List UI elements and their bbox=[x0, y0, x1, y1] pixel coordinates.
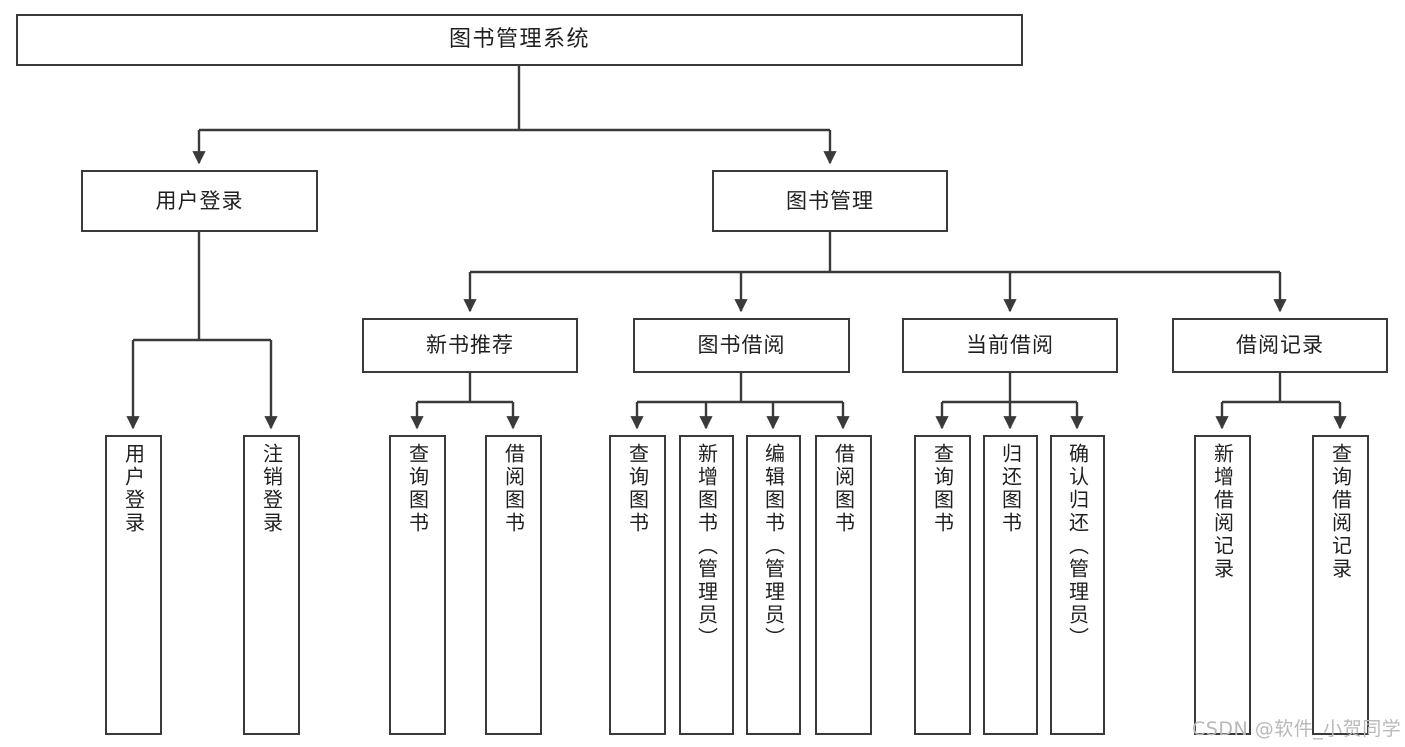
node-new-book-recommend[interactable]: 新书推荐 bbox=[362, 318, 578, 373]
node-user-login-label: 用户登录 bbox=[155, 188, 244, 213]
leaf-borrow-add-book[interactable]: 新增图书（管理员） bbox=[679, 435, 734, 735]
leaf-borrow-add-book-label: 新增图书（管理员） bbox=[694, 443, 719, 650]
node-book-borrow[interactable]: 图书借阅 bbox=[633, 318, 850, 373]
node-root-label: 图书管理系统 bbox=[448, 27, 590, 53]
node-borrow-record[interactable]: 借阅记录 bbox=[1172, 318, 1388, 373]
leaf-record-query-label: 查询借阅记录 bbox=[1328, 443, 1353, 581]
leaf-user-login-label: 用户登录 bbox=[121, 443, 146, 535]
leaf-recommend-borrow-book-label: 借阅图书 bbox=[501, 443, 526, 535]
leaf-current-return-book[interactable]: 归还图书 bbox=[983, 435, 1038, 735]
leaf-user-logout[interactable]: 注销登录 bbox=[243, 435, 300, 735]
leaf-user-logout-label: 注销登录 bbox=[259, 443, 284, 535]
node-current-borrow-label: 当前借阅 bbox=[966, 333, 1054, 358]
node-new-book-recommend-label: 新书推荐 bbox=[426, 333, 514, 358]
leaf-current-query-book[interactable]: 查询图书 bbox=[914, 435, 971, 735]
leaf-borrow-query-book[interactable]: 查询图书 bbox=[609, 435, 666, 735]
leaf-borrow-edit-book[interactable]: 编辑图书（管理员） bbox=[746, 435, 801, 735]
leaf-current-confirm-return-label: 确认归还（管理员） bbox=[1065, 443, 1090, 650]
leaf-borrow-borrow-book-label: 借阅图书 bbox=[831, 443, 856, 535]
leaf-current-query-book-label: 查询图书 bbox=[930, 443, 955, 535]
leaf-current-return-book-label: 归还图书 bbox=[998, 443, 1023, 535]
leaf-record-query[interactable]: 查询借阅记录 bbox=[1312, 435, 1369, 735]
leaf-borrow-query-book-label: 查询图书 bbox=[625, 443, 650, 535]
leaf-recommend-query-book[interactable]: 查询图书 bbox=[389, 435, 446, 735]
leaf-record-add[interactable]: 新增借阅记录 bbox=[1194, 435, 1251, 735]
watermark: CSDN @软件_小贺同学 bbox=[1192, 718, 1402, 740]
leaf-recommend-query-book-label: 查询图书 bbox=[405, 443, 430, 535]
leaf-user-login[interactable]: 用户登录 bbox=[105, 435, 162, 735]
node-book-management-label: 图书管理 bbox=[786, 188, 874, 213]
node-current-borrow[interactable]: 当前借阅 bbox=[902, 318, 1118, 373]
leaf-recommend-borrow-book[interactable]: 借阅图书 bbox=[485, 435, 542, 735]
leaf-record-add-label: 新增借阅记录 bbox=[1210, 443, 1235, 581]
leaf-borrow-borrow-book[interactable]: 借阅图书 bbox=[815, 435, 872, 735]
node-user-login[interactable]: 用户登录 bbox=[81, 170, 318, 232]
node-book-management[interactable]: 图书管理 bbox=[712, 170, 948, 232]
node-borrow-record-label: 借阅记录 bbox=[1236, 333, 1324, 358]
node-root[interactable]: 图书管理系统 bbox=[16, 14, 1023, 66]
leaf-borrow-edit-book-label: 编辑图书（管理员） bbox=[761, 443, 786, 650]
leaf-current-confirm-return[interactable]: 确认归还（管理员） bbox=[1050, 435, 1105, 735]
node-book-borrow-label: 图书借阅 bbox=[697, 333, 786, 358]
